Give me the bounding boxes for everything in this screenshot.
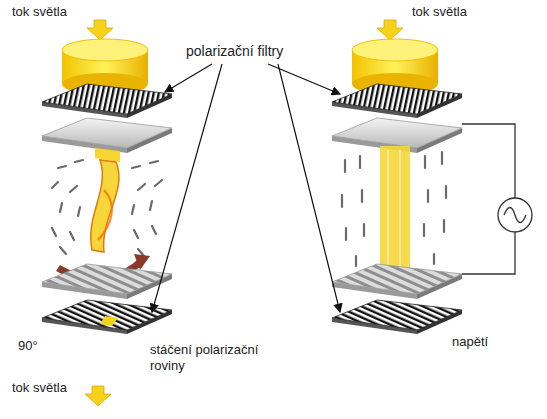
angle-label: 90°: [18, 338, 38, 354]
light-flow-label: tok světla: [12, 4, 67, 20]
light-flow-label: tok světla: [412, 4, 467, 20]
voltage-label: napětí: [452, 334, 488, 350]
rotation-label: stáčení polarizační roviny: [150, 342, 272, 373]
filter-label: polarizační filtry: [186, 43, 283, 60]
light-flow-label: tok světla: [12, 380, 67, 396]
